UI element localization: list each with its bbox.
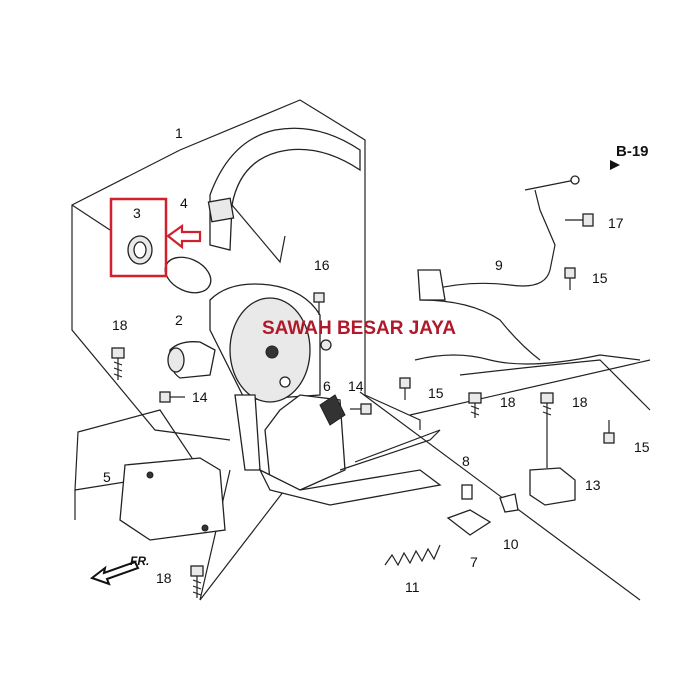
part-9-cable	[414, 175, 651, 411]
front-arrow	[89, 560, 140, 586]
reference-code: B-19	[616, 143, 649, 160]
bolt-14-left	[159, 391, 185, 403]
bolt-15-middle	[399, 377, 411, 400]
label-part-2: 2	[175, 312, 183, 328]
highlight-box	[109, 197, 168, 278]
part-6-nut	[320, 339, 332, 351]
bolt-18-bottom	[190, 565, 204, 598]
reference-arrow	[610, 160, 620, 170]
bolt-15-right	[603, 420, 615, 444]
label-part-13: 13	[585, 477, 601, 493]
bolt-18-center	[468, 392, 482, 418]
bolt-18-left	[111, 347, 125, 380]
part-3-seal	[127, 235, 153, 265]
label-part-1: 1	[175, 125, 183, 141]
bolt-17	[565, 213, 594, 227]
bracket-hole	[201, 524, 209, 532]
part-5-bracket	[119, 457, 226, 541]
label-part-18-right: 18	[572, 394, 588, 410]
label-part-9: 9	[495, 257, 503, 273]
part-7-plate	[446, 509, 492, 536]
bolt-16	[313, 292, 325, 315]
label-part-3: 3	[133, 205, 141, 221]
highlight-arrow	[166, 223, 202, 250]
part-13-bracket	[529, 467, 576, 506]
label-part-14-right: 14	[348, 378, 364, 394]
label-part-16: 16	[314, 257, 330, 273]
label-part-15-right: 15	[634, 439, 650, 455]
label-part-6: 6	[323, 378, 331, 394]
part-11-spring	[384, 544, 441, 567]
label-part-10: 10	[503, 536, 519, 552]
label-part-17: 17	[608, 215, 624, 231]
label-part-7: 7	[470, 554, 478, 570]
bolt-15-top	[564, 267, 576, 290]
label-part-4: 4	[180, 195, 188, 211]
part-2-cap	[164, 256, 212, 294]
part-4-cover	[207, 127, 361, 264]
label-part-5: 5	[103, 469, 111, 485]
label-part-18-bottom: 18	[156, 570, 172, 586]
watermark-text: SAWAH BESAR JAYA	[262, 318, 456, 339]
label-part-11: 11	[405, 579, 420, 595]
label-part-8: 8	[462, 453, 470, 469]
label-part-18-center: 18	[500, 394, 516, 410]
label-part-15-top: 15	[592, 270, 608, 286]
front-marker-text: FR.	[130, 554, 149, 568]
label-part-15-middle: 15	[428, 385, 444, 401]
main-lever-assembly	[167, 283, 442, 506]
label-part-14-left: 14	[192, 389, 208, 405]
label-part-18-left: 18	[112, 317, 128, 333]
bolt-14-right	[350, 403, 372, 415]
part-8-clip	[461, 484, 473, 500]
bolt-18-right	[540, 392, 554, 418]
bracket-hole	[146, 471, 154, 479]
part-10-pin	[499, 493, 519, 513]
